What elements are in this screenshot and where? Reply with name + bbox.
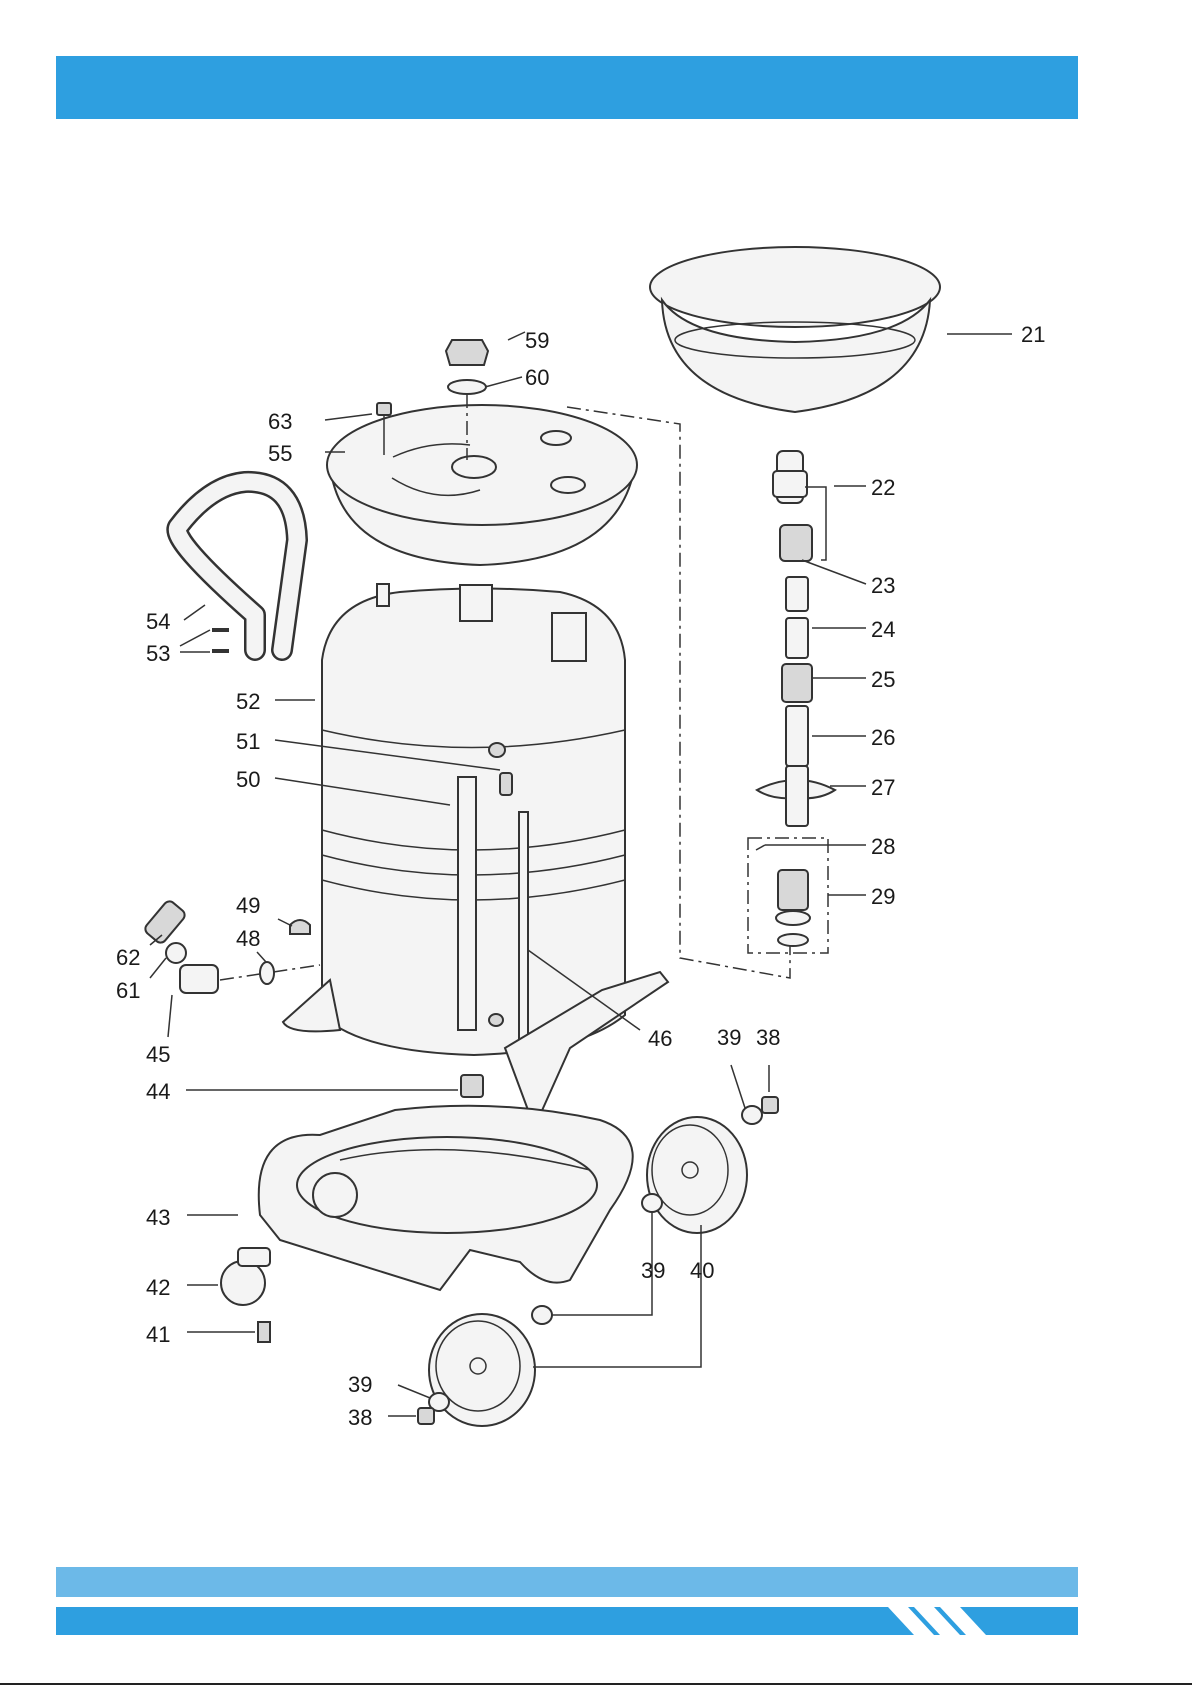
- sight-tube: [458, 777, 476, 1030]
- label-38-top: 38: [756, 1025, 780, 1050]
- label-28: 28: [871, 834, 895, 859]
- label-62: 62: [116, 945, 140, 970]
- caster-bracket: [238, 1248, 270, 1266]
- nozzle: [778, 870, 808, 910]
- footer-band-light: [56, 1567, 1078, 1597]
- footer-band-dark: [56, 1607, 1078, 1635]
- fitting-upper: [489, 743, 505, 757]
- label-44: 44: [146, 1079, 170, 1104]
- pipe-upper: [786, 577, 808, 611]
- label-40: 40: [690, 1258, 714, 1283]
- label-50: 50: [236, 767, 260, 792]
- label-24: 24: [871, 617, 895, 642]
- label-39-mid: 39: [641, 1258, 665, 1283]
- pipe-middle: [786, 618, 808, 658]
- cap-gasket: [448, 380, 486, 394]
- label-61: 61: [116, 978, 140, 1003]
- label-49: 49: [236, 893, 260, 918]
- label-41: 41: [146, 1322, 170, 1347]
- label-55: 55: [268, 441, 292, 466]
- washer-48: [260, 962, 274, 984]
- label-43: 43: [146, 1205, 170, 1230]
- pin: [756, 845, 765, 850]
- pipe-sleeve: [782, 664, 812, 702]
- caster-wheel: [221, 1261, 265, 1305]
- bolt-41: [258, 1322, 270, 1342]
- label-38-bottom: 38: [348, 1405, 372, 1430]
- label-53: 53: [146, 641, 170, 666]
- label-42: 42: [146, 1275, 170, 1300]
- left-foot: [283, 980, 340, 1031]
- label-51: 51: [236, 729, 260, 754]
- label-29: 29: [871, 884, 895, 909]
- label-52: 52: [236, 689, 260, 714]
- label-25: 25: [871, 667, 895, 692]
- cap-49: [290, 920, 310, 934]
- label-46: 46: [648, 1026, 672, 1051]
- label-59: 59: [525, 328, 549, 353]
- drain-bowl: [650, 247, 940, 412]
- label-26: 26: [871, 725, 895, 750]
- lid-bolt: [377, 403, 391, 415]
- adapter: [780, 525, 812, 561]
- drain-plug: [461, 1075, 483, 1097]
- label-21: 21: [1021, 322, 1045, 347]
- tank-lid: [327, 405, 637, 565]
- nut-38-right: [762, 1097, 778, 1113]
- elbow-fitting: [500, 773, 512, 795]
- label-39-bottom: 39: [348, 1372, 372, 1397]
- label-45: 45: [146, 1042, 170, 1067]
- filler-cap: [446, 340, 488, 365]
- fitting-lower: [489, 1014, 503, 1026]
- nut-38-bottom: [418, 1408, 434, 1424]
- label-63: 63: [268, 409, 292, 434]
- washer-39-lower: [532, 1306, 552, 1324]
- quick-coupler: [143, 899, 187, 945]
- washer-39-right: [742, 1106, 762, 1124]
- seal-ring: [776, 911, 810, 925]
- star-knob: [757, 766, 835, 826]
- label-22: 22: [871, 475, 895, 500]
- label-23: 23: [871, 573, 895, 598]
- footer-stripes: [56, 1607, 1078, 1635]
- o-ring: [778, 934, 808, 946]
- label-54: 54: [146, 609, 170, 634]
- pipe-lower: [786, 706, 808, 766]
- washer-39-mid: [642, 1194, 662, 1212]
- wheel-right: [647, 1117, 747, 1233]
- caster-wheel-rear: [313, 1173, 357, 1217]
- label-48: 48: [236, 926, 260, 951]
- valve-body: [180, 965, 218, 993]
- suction-tube: [519, 812, 528, 1048]
- coupler-nut: [166, 943, 186, 963]
- label-27: 27: [871, 775, 895, 800]
- label-39-top: 39: [717, 1025, 741, 1050]
- label-60: 60: [525, 365, 549, 390]
